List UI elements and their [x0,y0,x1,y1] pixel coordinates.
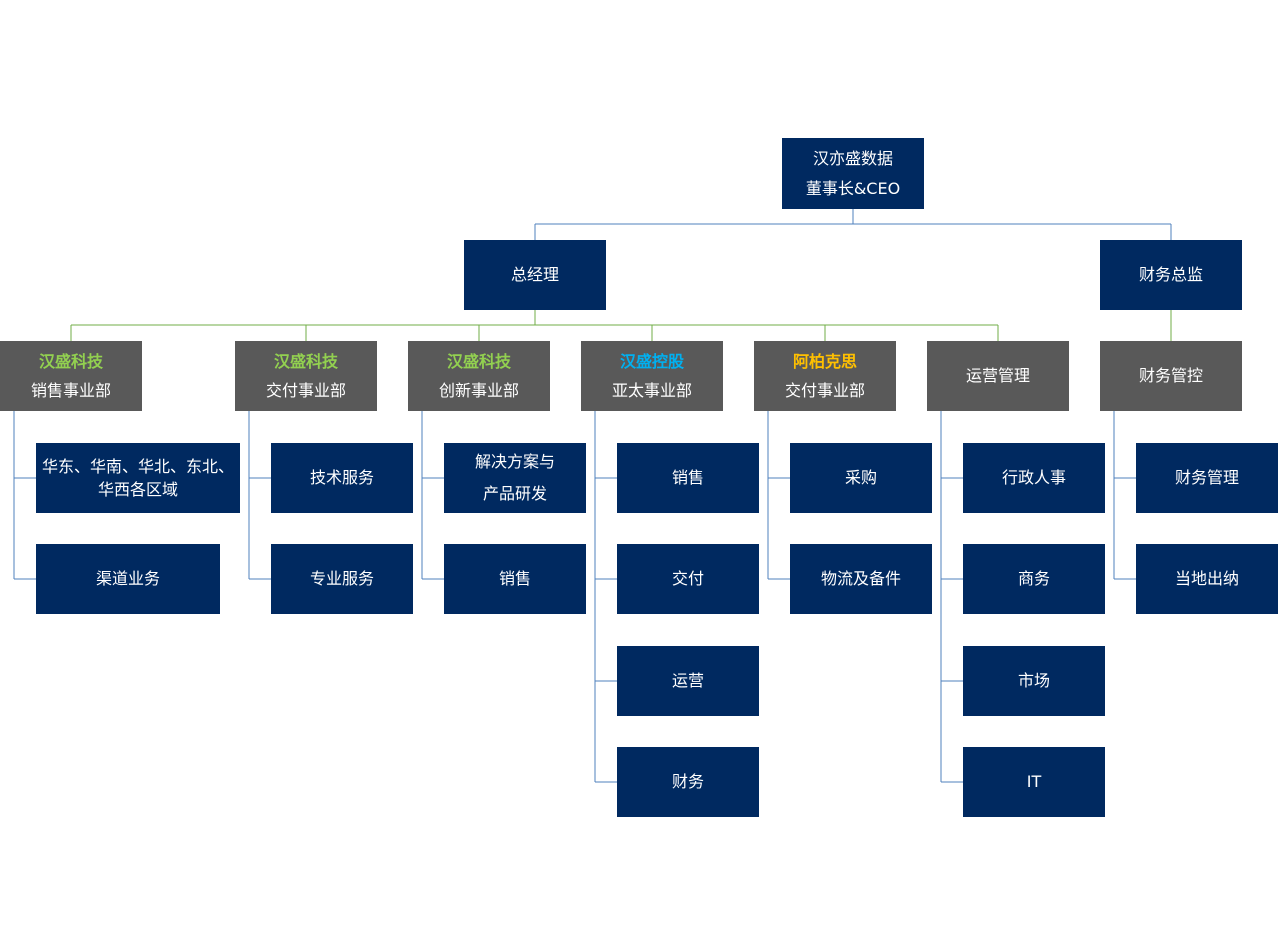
division-dept: 运营管理 [965,366,1030,386]
child-box-procurement: 采购 [790,443,932,513]
child-label-line2: 华西各区域 [97,480,178,499]
child-label: 运营 [671,671,704,691]
division-dept: 创新事业部 [438,381,519,400]
division-delivery-box: 汉盛科技 交付事业部 [235,341,377,411]
child-box-it: IT [963,747,1105,817]
division-dept: 亚太事业部 [611,381,692,400]
child-box-finance-management: 财务管理 [1136,443,1278,513]
child-label-line1: 解决方案与 [474,452,555,472]
child-box-innovation-sales: 销售 [444,544,586,614]
division-brand: 汉盛控股 [619,351,684,371]
child-box-solutions: 解决方案与 产品研发 [444,443,586,513]
gm-connectors [70,310,1172,341]
general-manager-label: 总经理 [510,265,559,285]
child-box-apac-operations: 运营 [617,646,759,716]
division-dept: 销售事业部 [30,381,111,400]
child-label: 物流及备件 [820,569,901,589]
ceo-company: 汉亦盛数据 [812,149,893,169]
child-label: 交付 [671,569,704,589]
division-dept: 财务管控 [1138,366,1203,386]
child-label: 销售 [498,569,531,589]
child-box-apac-finance: 财务 [617,747,759,817]
division-finance-box: 财务管控 [1100,341,1242,411]
child-label: 专业服务 [309,569,374,589]
division-innovation-box: 汉盛科技 创新事业部 [408,341,550,411]
division-brand: 阿柏克思 [792,351,857,371]
child-label: IT [1026,772,1042,792]
division-brand: 汉盛科技 [446,351,511,371]
division-apex-box: 阿柏克思 交付事业部 [754,341,896,411]
child-box-market: 市场 [963,646,1105,716]
child-label-line1: 华东、华南、华北、东北、 [41,456,234,476]
child-box-business: 商务 [963,544,1105,614]
ceo-connectors [534,209,1172,240]
child-box-hr-admin: 行政人事 [963,443,1105,513]
division-operations-box: 运营管理 [927,341,1069,411]
child-connectors [13,411,1136,783]
child-label: 技术服务 [309,468,374,488]
division-dept: 交付事业部 [265,381,346,400]
child-label: 财务 [671,772,704,792]
child-box-apac-sales: 销售 [617,443,759,513]
division-brand: 汉盛科技 [273,351,338,371]
child-box-channel: 渠道业务 [36,544,220,614]
division-brand: 汉盛科技 [38,351,103,371]
child-box-apac-delivery: 交付 [617,544,759,614]
child-label: 财务管理 [1174,468,1239,488]
child-label: 市场 [1017,671,1050,691]
ceo-box: 汉亦盛数据 董事长&CEO [782,138,924,209]
division-apac-box: 汉盛控股 亚太事业部 [581,341,723,411]
child-label: 采购 [844,468,877,488]
child-label: 销售 [671,468,704,488]
child-label-line2: 产品研发 [482,484,547,503]
child-box-local-cashier: 当地出纳 [1136,544,1278,614]
division-dept: 交付事业部 [784,381,865,400]
child-label: 当地出纳 [1174,569,1239,589]
ceo-title: 董事长&CEO [805,178,901,198]
child-box-pro-service: 专业服务 [271,544,413,614]
child-label: 商务 [1017,569,1050,589]
cfo-box: 财务总监 [1100,240,1242,310]
child-box-regions: 华东、华南、华北、东北、 华西各区域 [36,443,240,513]
child-label: 行政人事 [1001,468,1066,488]
cfo-label: 财务总监 [1138,265,1203,285]
child-box-tech-service: 技术服务 [271,443,413,513]
child-label: 渠道业务 [95,569,160,589]
division-sales-box: 汉盛科技 销售事业部 [0,341,142,411]
general-manager-box: 总经理 [464,240,606,310]
child-box-logistics: 物流及备件 [790,544,932,614]
